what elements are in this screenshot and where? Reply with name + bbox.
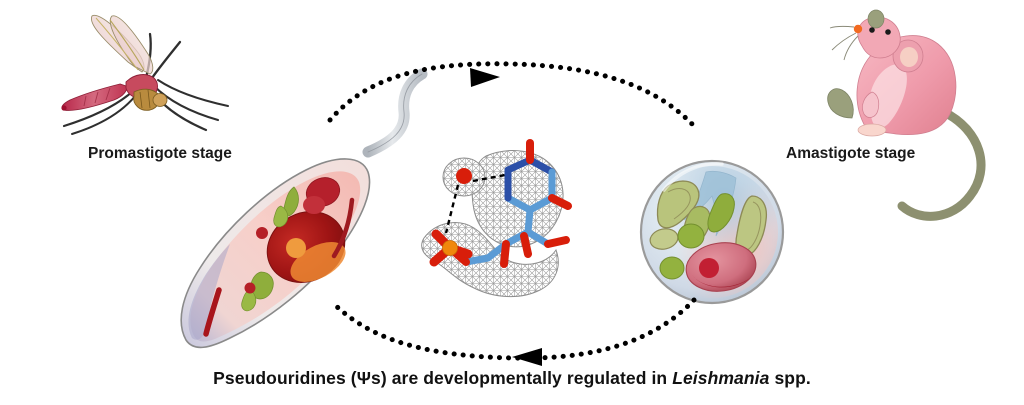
promastigote-posterior-tint <box>188 244 230 340</box>
mouse-head <box>857 16 901 59</box>
promastigote-stage-label: Promastigote stage <box>88 145 232 162</box>
promastigote-streak-anterior <box>331 197 355 259</box>
mouse-nose <box>853 24 863 34</box>
oxygen-c4-carbonyl <box>548 194 572 210</box>
oxygen-ring <box>520 232 532 258</box>
oxygen-o2-hydroxyl <box>500 240 510 268</box>
mouse-illustration <box>827 9 986 221</box>
mouse-belly <box>869 64 907 128</box>
amastigote-organelle-crista-2 <box>746 201 762 251</box>
mouse-ear-far <box>867 9 885 29</box>
figure-caption: Pseudouridines (Ψs) are developmentally … <box>0 368 1024 389</box>
amastigote-organelle-rod <box>707 193 735 233</box>
amastigote-nucleolus <box>699 258 719 278</box>
caption-species-name: Leishmania <box>672 368 770 388</box>
sand-fly-wings <box>90 14 154 75</box>
amastigote-organelle-crista-1 <box>667 188 691 220</box>
mouse-tail <box>897 107 986 221</box>
amastigote-cell <box>639 159 785 305</box>
promastigote-organelle-lower <box>250 271 274 300</box>
amastigote-organelle-small-2 <box>677 223 705 249</box>
mouse-eye-far <box>885 29 891 35</box>
life-cycle-arrows <box>327 61 697 366</box>
phosphate-group <box>429 229 473 267</box>
amastigote-nucleus <box>685 242 757 292</box>
sand-fly-abdomen <box>61 83 127 111</box>
mouse-whiskers <box>829 25 859 61</box>
promastigote-organelle-mid <box>273 205 289 228</box>
top-arrowhead <box>470 68 500 87</box>
promastigote-nucleolus <box>286 238 306 258</box>
caption-part-one: Pseudouridines (Ψs) are developmentally … <box>213 368 673 388</box>
phosphorus-atom <box>442 240 458 256</box>
bottom-cycle-arc <box>329 297 697 361</box>
promastigote-organelle-tail <box>241 289 257 312</box>
amastigote-highlight <box>662 162 724 192</box>
promastigote-cell <box>180 68 428 349</box>
pseudouridine-electron-density <box>421 139 572 298</box>
c-glycosidic-bond <box>524 206 534 236</box>
amastigote-stage-label: Amastigote stage <box>786 145 916 162</box>
sand-fly-illustration <box>61 14 229 135</box>
amastigote-organelle-small-3 <box>659 256 685 280</box>
mouse-foot <box>857 123 887 137</box>
promastigote-granule-2 <box>244 282 256 294</box>
promastigote-kinetoplast-lobe <box>303 196 325 214</box>
top-cycle-arc <box>327 61 697 129</box>
sand-fly-head <box>152 93 168 107</box>
mouse-hind-limb <box>827 88 854 119</box>
mouse-eye-near <box>869 27 875 33</box>
oxygen-o3-hydroxyl <box>544 236 570 248</box>
promastigote-flagellum-outline <box>367 73 423 153</box>
promastigote-streak-posterior <box>203 287 222 337</box>
caption-part-two: spp. <box>769 368 811 388</box>
uracil-ring <box>504 156 556 214</box>
mouse-ear-inner <box>900 47 918 67</box>
bottom-arrowhead <box>512 348 542 366</box>
mouse-forelimb <box>862 91 880 118</box>
water-oxygen-atom <box>456 168 472 184</box>
promastigote-granule-1 <box>256 227 268 239</box>
hydrogen-bond-water-to-base <box>472 173 506 183</box>
